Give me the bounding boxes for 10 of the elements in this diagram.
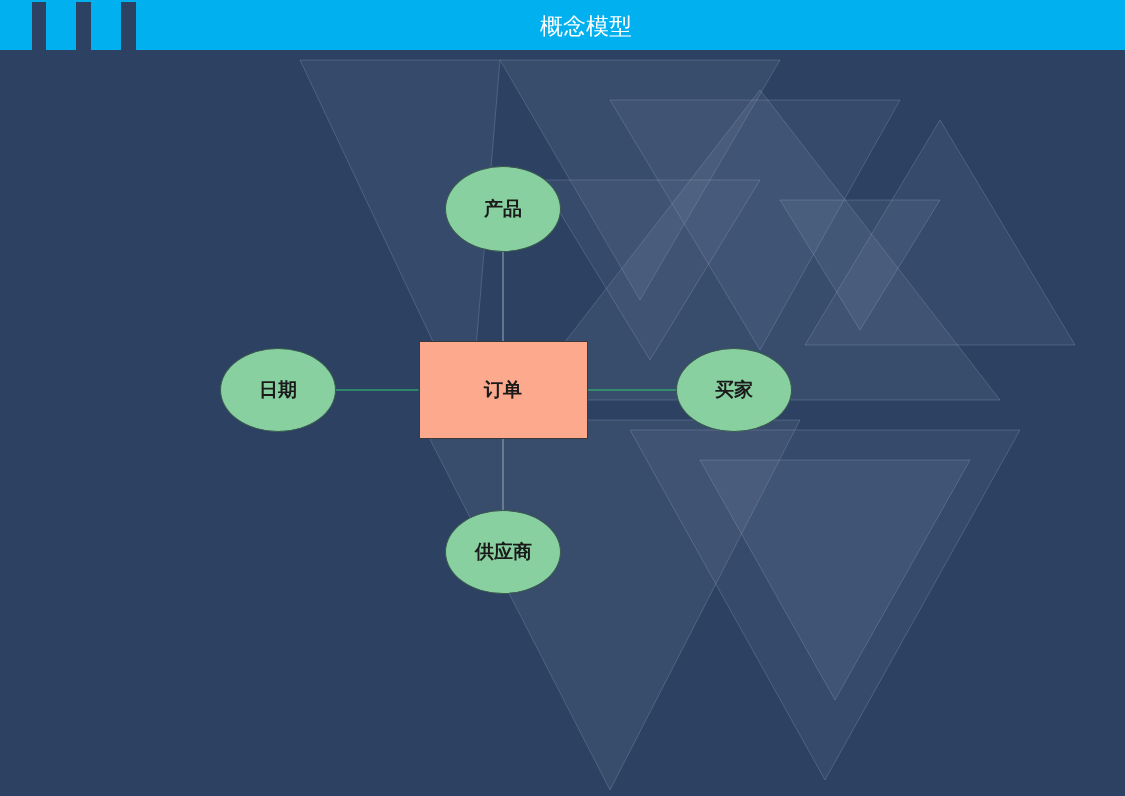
attribute-ellipse: 买家	[676, 348, 792, 432]
connector-line	[502, 251, 504, 342]
page-title: 概念模型	[540, 12, 632, 40]
attribute-ellipse: 产品	[445, 166, 561, 252]
connector-line	[587, 389, 677, 391]
entity-box: 订单	[418, 341, 588, 439]
attribute-ellipse: 供应商	[445, 510, 561, 594]
attribute-ellipse: 日期	[220, 348, 336, 432]
connector-line	[335, 389, 419, 391]
connector-line	[502, 438, 504, 511]
